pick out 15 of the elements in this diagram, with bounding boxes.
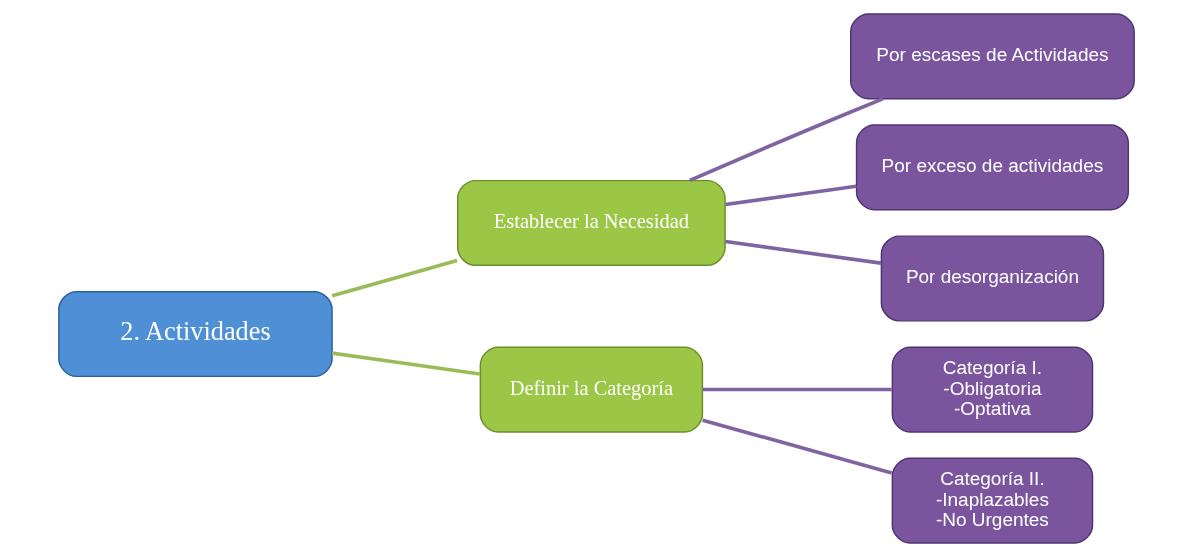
node-box: Por escases de Actividades (850, 13, 1135, 100)
node-box: 2. Actividades (58, 290, 333, 378)
node-box: Por exceso de actividades (855, 124, 1130, 211)
node-box: Categoría II. -Inaplazables -No Urgentes (891, 457, 1094, 544)
connector (702, 418, 893, 475)
connector (689, 97, 884, 183)
node-box: Categoría I. -Obligatoria -Optativa (891, 346, 1094, 433)
connector (725, 239, 882, 265)
connector (725, 184, 857, 207)
node-box: Por desorganización (880, 235, 1105, 322)
node-box: Establecer la Necesidad (456, 179, 726, 267)
node-box: Definir la Categoría (479, 346, 704, 433)
connector (331, 258, 458, 298)
connector (702, 387, 892, 392)
connector (331, 351, 481, 376)
